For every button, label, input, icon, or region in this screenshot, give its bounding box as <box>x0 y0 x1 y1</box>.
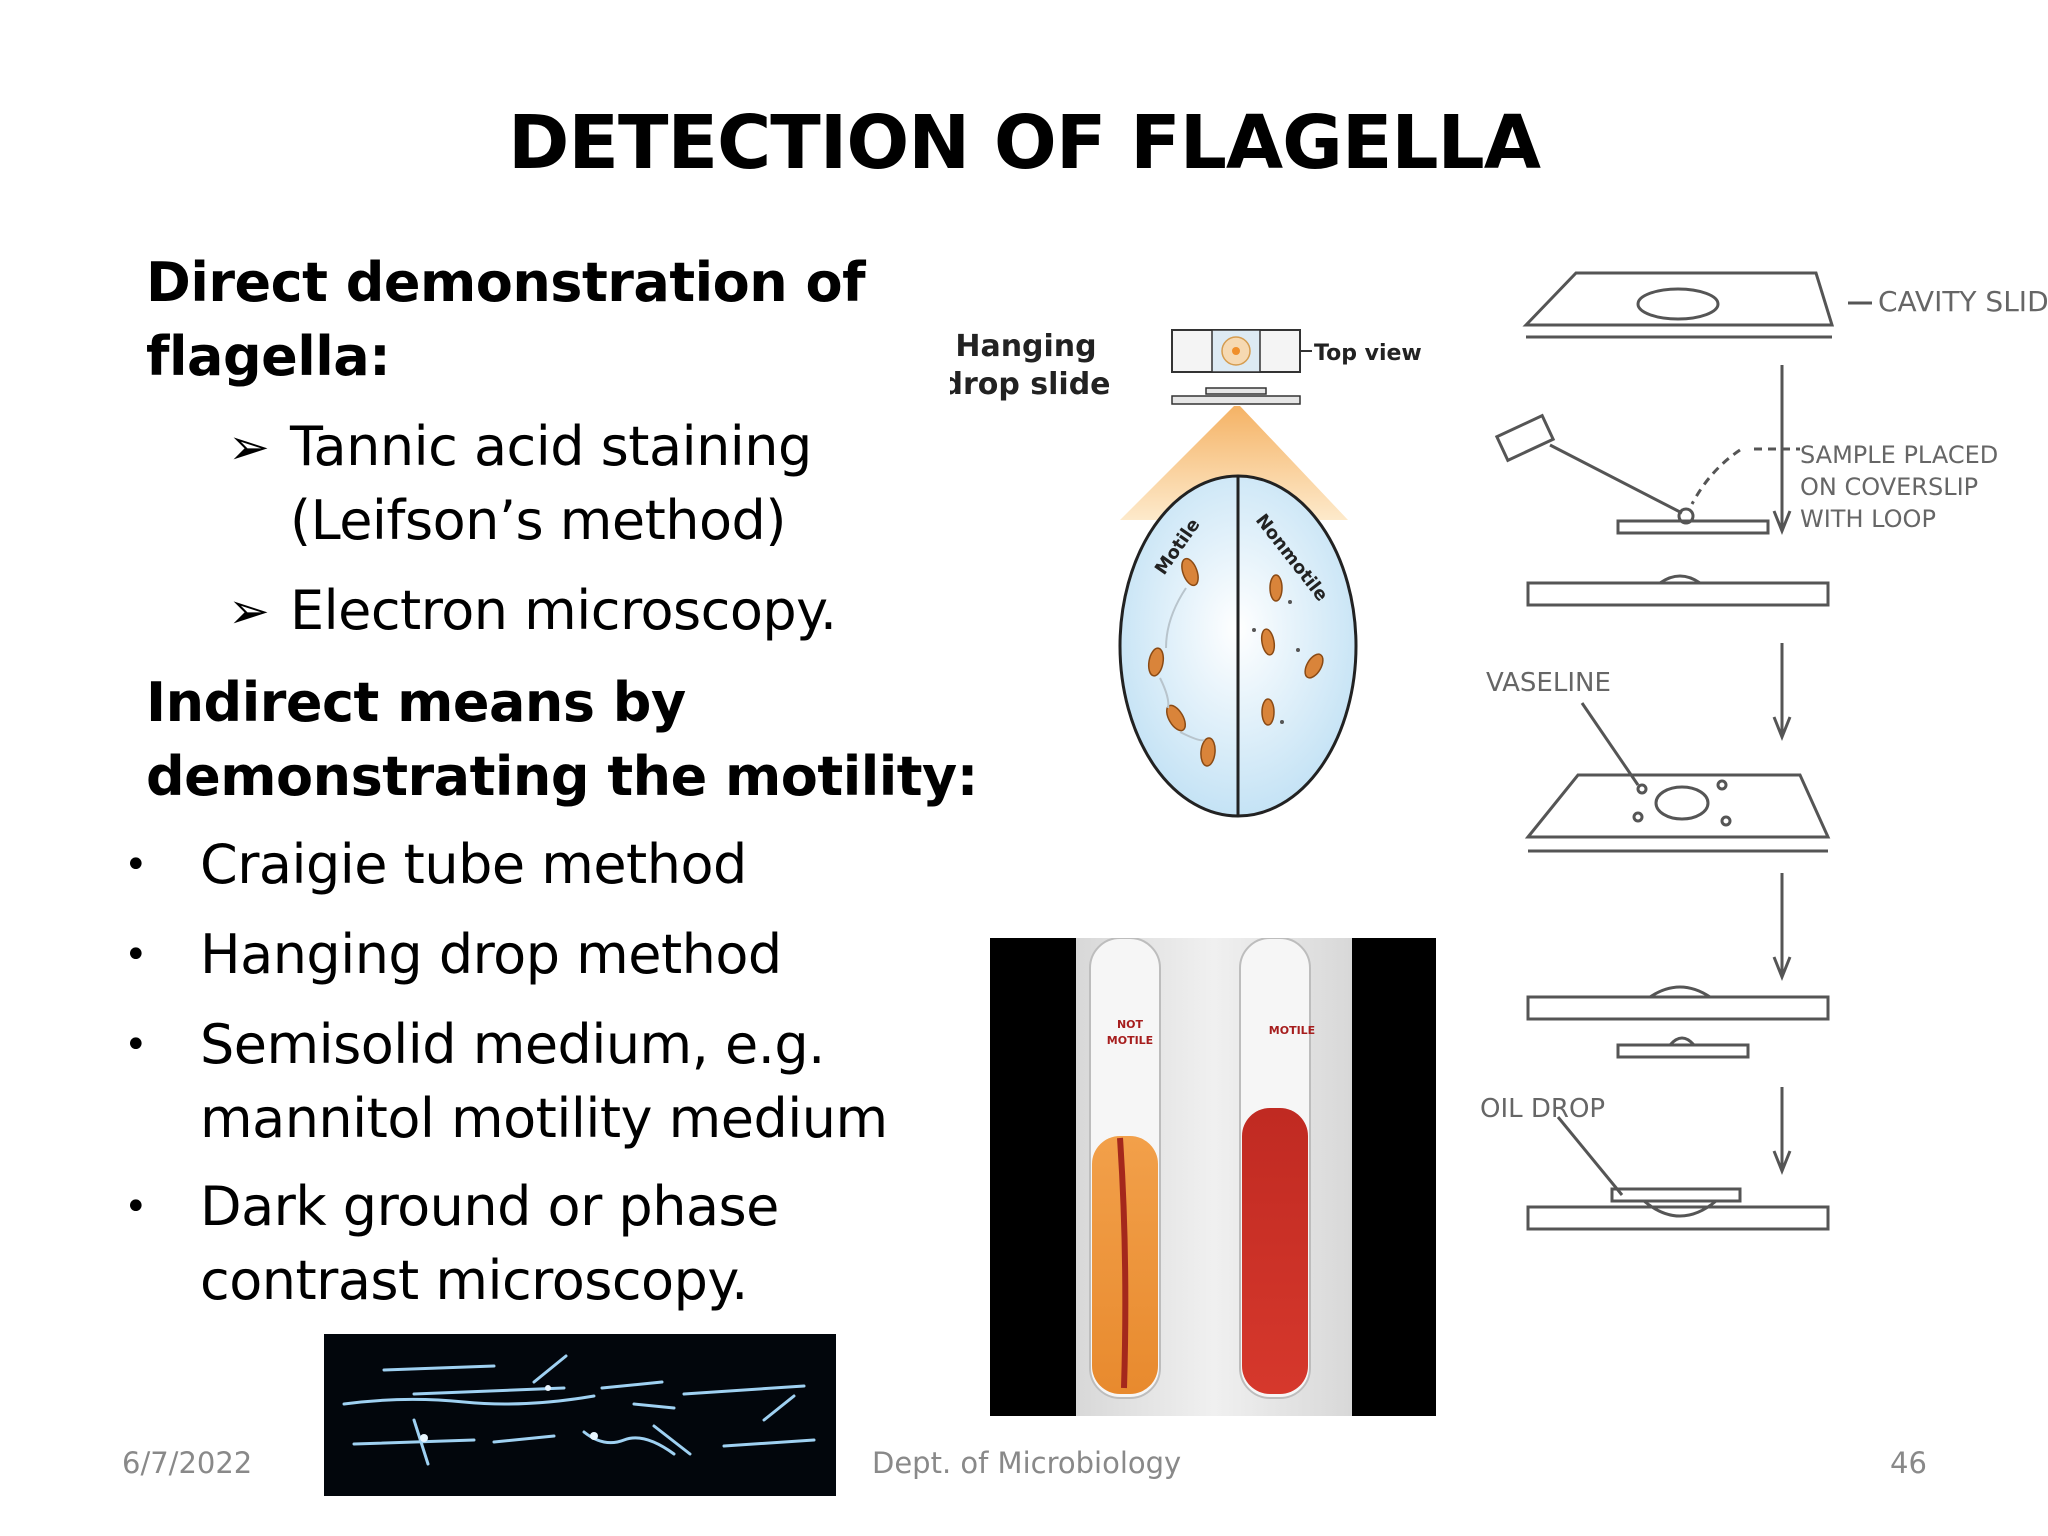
list-item-text: mannitol motility medium <box>200 1087 888 1150</box>
indirect-heading-line1: Indirect means by <box>146 671 686 734</box>
bullet-icon: • <box>124 1022 148 1068</box>
sample-label-2: ON COVERSLIP <box>1800 473 1978 501</box>
hanging-drop-figure: Hanging drop slide Top view Motile Nonmo… <box>950 329 1422 818</box>
top-view-label: Top view <box>1314 341 1422 366</box>
direct-item-tannic: ➢ Tannic acid staining (Leifson’s method… <box>228 410 812 558</box>
direct-heading-line2: flagella: <box>146 325 391 388</box>
motility-tubes-photo: NOT MOTILE MOTILE <box>990 938 1436 1416</box>
dark-ground-microscopy-image <box>324 1334 836 1496</box>
footer-dept: Dept. of Microbiology <box>872 1446 1182 1480</box>
oil-drop-label: OIL DROP <box>1480 1094 1605 1124</box>
cavity-slide-label: CAVITY SLIDE <box>1878 285 2048 318</box>
not-motile-label-2: MOTILE <box>1107 1034 1153 1047</box>
list-item-text: Semisolid medium, e.g. <box>200 1013 825 1076</box>
list-item-text: Tannic acid staining <box>290 415 812 478</box>
list-item-text: Craigie tube method <box>200 833 747 896</box>
bullet-icon: • <box>124 932 148 978</box>
slide-title: DETECTION OF FLAGELLA <box>508 100 1541 186</box>
motile-label: MOTILE <box>1269 1024 1315 1037</box>
slide-side-view-icon <box>1171 395 1301 405</box>
list-item-text: (Leifson’s method) <box>290 489 786 552</box>
inoculation-loop-icon <box>1494 413 1556 463</box>
direct-heading: Direct demonstration of flagella: <box>146 246 866 394</box>
nonmotile-bacteria-icon <box>1252 574 1324 726</box>
vaseline-label: VASELINE <box>1486 668 1611 698</box>
indirect-heading-line2: demonstrating the motility: <box>146 745 978 808</box>
sample-label-3: WITH LOOP <box>1800 505 1936 533</box>
list-item-text: contrast microscopy. <box>200 1249 748 1312</box>
light-cone-icon <box>1120 406 1348 520</box>
list-item-text: Electron microscopy. <box>290 579 837 642</box>
bullet-icon: • <box>124 1184 148 1230</box>
hanging-drop-label: Hanging <box>955 329 1096 364</box>
direct-item-electron: ➢ Electron microscopy. <box>228 574 837 648</box>
hanging-drop-procedure-diagram: CAVITY SLIDE SAMPLE PLACED ON COVERSLIP … <box>1480 271 2048 1231</box>
sample-label-1: SAMPLE PLACED <box>1800 441 1998 469</box>
list-item-text: Hanging drop method <box>200 923 782 986</box>
arrow-bullet-icon: ➢ <box>228 582 270 640</box>
arrow-bullet-icon: ➢ <box>228 418 270 476</box>
not-motile-label-1: NOT <box>1117 1018 1144 1031</box>
indirect-item-hanging: • Hanging drop method <box>124 918 782 992</box>
indirect-item-craigie: • Craigie tube method <box>124 828 747 902</box>
indirect-heading: Indirect means by demonstrating the moti… <box>146 666 978 814</box>
indirect-item-semisolid: • Semisolid medium, e.g. mannitol motili… <box>124 1008 888 1156</box>
indirect-item-darkground: • Dark ground or phase contrast microsco… <box>124 1170 779 1318</box>
direct-heading-line1: Direct demonstration of <box>146 251 866 314</box>
list-item-text: Dark ground or phase <box>200 1175 779 1238</box>
hanging-drop-label2: drop slide <box>950 367 1111 402</box>
cavity-slide-icon <box>1522 271 1835 327</box>
bullet-icon: • <box>124 842 148 888</box>
footer-date: 6/7/2022 <box>122 1446 253 1480</box>
motile-bacteria-icon <box>1147 557 1216 767</box>
footer-page-number: 46 <box>1890 1446 1927 1480</box>
